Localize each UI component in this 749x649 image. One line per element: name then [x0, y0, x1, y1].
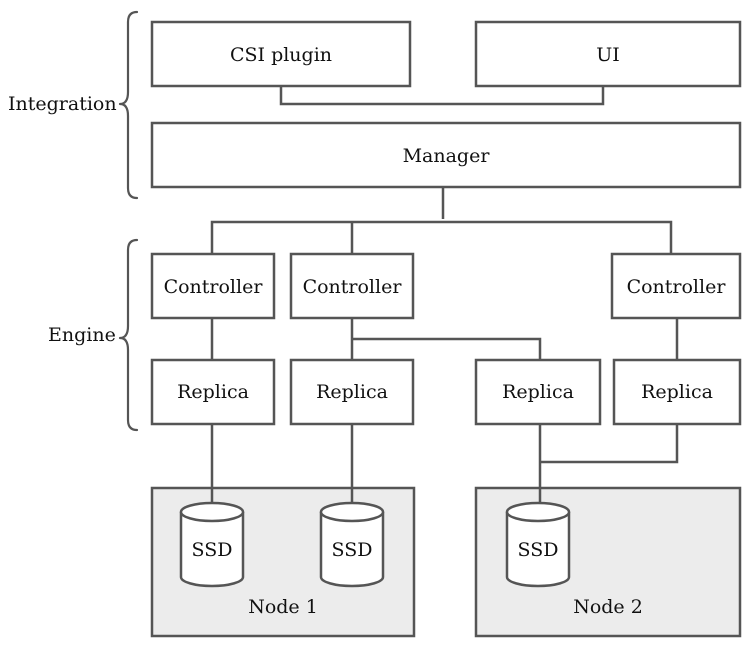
- connector-controller-2-replica-3: [352, 337, 542, 360]
- replica-2-box: [289, 358, 415, 426]
- integration-label: Integration: [8, 93, 117, 115]
- ui-label: UI: [596, 44, 620, 66]
- ssd-3-label: SSD: [518, 539, 559, 561]
- ui-box: [474, 20, 742, 88]
- controller-1-box: [150, 252, 276, 320]
- integration-brace: [118, 10, 139, 200]
- controller-2-box: [289, 252, 415, 320]
- csi-plugin-box: [150, 20, 412, 88]
- engine-label: Engine: [48, 324, 116, 346]
- connector-controller-bus: [210, 220, 673, 254]
- node-1-label: Node 1: [248, 596, 318, 618]
- manager-box: [150, 121, 742, 189]
- csi-plugin-label: CSI plugin: [230, 44, 332, 66]
- replica-1-box: [150, 358, 276, 426]
- replica-2-label: Replica: [316, 381, 388, 403]
- node-2-label: Node 2: [573, 596, 643, 618]
- ssd-2-label: SSD: [332, 539, 373, 561]
- ssd-1-disk: SSD: [179, 501, 245, 588]
- controller-2-label: Controller: [303, 276, 403, 298]
- replica-4-label: Replica: [641, 381, 713, 403]
- engine-brace: [118, 238, 139, 432]
- ssd-3-disk: SSD: [505, 501, 571, 588]
- controller-3-box: [610, 252, 742, 320]
- replica-3-box: [474, 358, 602, 426]
- connector-replicas-ssd-3: [538, 424, 679, 505]
- controller-3-label: Controller: [627, 276, 727, 298]
- replica-1-label: Replica: [177, 381, 249, 403]
- replica-4-box: [612, 358, 742, 426]
- ssd-1-label: SSD: [192, 539, 233, 561]
- ssd-2-disk: SSD: [319, 501, 385, 588]
- controller-1-label: Controller: [164, 276, 264, 298]
- connector-csi-manager: [279, 86, 605, 106]
- manager-label: Manager: [403, 145, 491, 167]
- replica-3-label: Replica: [502, 381, 574, 403]
